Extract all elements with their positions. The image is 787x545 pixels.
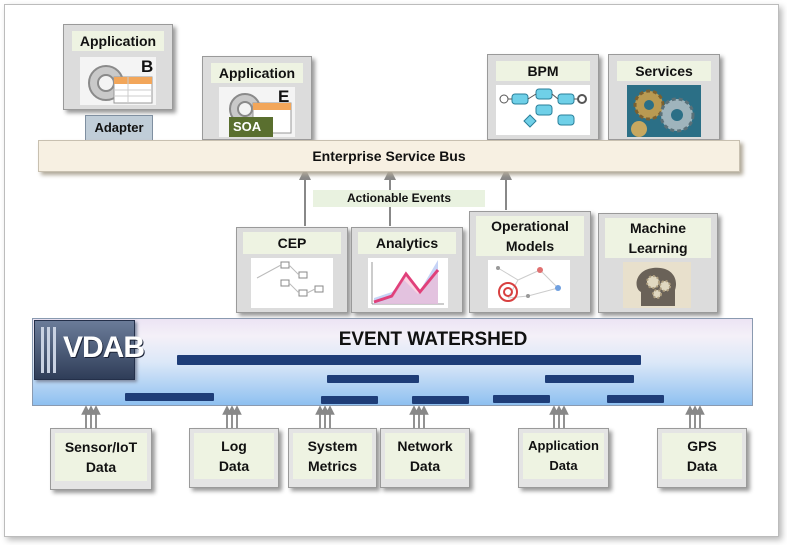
logo-stripes-icon: [41, 327, 56, 373]
network-graph-icon: [488, 260, 570, 308]
source-label: Application Data: [523, 433, 604, 479]
operational-models-box[interactable]: Operational Models: [469, 211, 591, 313]
event-watershed-title: EVENT WATERSHED: [338, 329, 528, 350]
cep-title: CEP: [243, 232, 341, 254]
source-network[interactable]: Network Data: [380, 428, 470, 488]
application-b-box[interactable]: Application B: [63, 24, 173, 110]
gears-icon: [627, 85, 701, 137]
gear-icon: [229, 93, 292, 137]
watershed-bar-low-1: [125, 393, 214, 401]
source-arrows: [81, 405, 705, 428]
actionable-events-label: Actionable Events: [313, 190, 485, 207]
watershed-bar-low-5: [607, 395, 664, 403]
source-log[interactable]: Log Data: [189, 428, 279, 488]
vdab-logo-text: VDAB: [63, 331, 145, 364]
source-label: GPS Data: [662, 433, 742, 479]
application-e-box[interactable]: Application E SOA: [202, 56, 312, 140]
source-label: Network Data: [385, 433, 465, 479]
adapter-box[interactable]: Adapter: [85, 115, 153, 141]
source-system-metrics[interactable]: System Metrics: [288, 428, 377, 488]
machine-learning-box[interactable]: Machine Learning: [598, 213, 718, 313]
services-box[interactable]: Services: [608, 54, 720, 140]
cep-graph-icon: [251, 258, 333, 308]
watershed-bar-mid-right: [545, 375, 634, 383]
application-b-title: Application: [72, 31, 164, 51]
source-application[interactable]: Application Data: [518, 428, 609, 488]
source-label: Log Data: [194, 433, 274, 479]
analytics-box[interactable]: Analytics: [351, 227, 463, 313]
watershed-bar-low-2: [321, 396, 378, 404]
source-label: Sensor/IoT Data: [55, 433, 147, 481]
watershed-bar-low-4: [493, 395, 550, 403]
application-b-icon: B: [80, 57, 156, 105]
vdab-logo: VDAB: [34, 320, 145, 380]
analytics-chart-icon: [368, 258, 448, 308]
watershed-bar-low-3: [412, 396, 469, 404]
machine-learning-title: Machine Learning: [605, 218, 711, 258]
watershed-bar-mid-left: [327, 375, 419, 383]
services-title: Services: [617, 61, 711, 81]
bpm-title: BPM: [496, 61, 590, 81]
gear-icon: [88, 65, 153, 104]
application-e-title: Application: [211, 63, 303, 83]
cep-box[interactable]: CEP: [236, 227, 348, 313]
source-label: System Metrics: [293, 433, 372, 479]
bpm-diagram-icon: [496, 85, 590, 135]
operational-models-title: Operational Models: [476, 216, 584, 256]
brain-gears-icon: [623, 262, 691, 308]
soa-label: SOA: [233, 119, 262, 134]
source-gps[interactable]: GPS Data: [657, 428, 747, 488]
enterprise-service-bus[interactable]: Enterprise Service Bus: [38, 140, 740, 172]
watershed-bar-top: [177, 355, 641, 365]
application-b-badge: B: [141, 57, 154, 76]
analytics-title: Analytics: [358, 232, 456, 254]
bpm-box[interactable]: BPM: [487, 54, 599, 140]
application-e-badge: E: [278, 87, 290, 106]
application-e-icon: E SOA: [219, 87, 295, 137]
source-sensor-iot[interactable]: Sensor/IoT Data: [50, 428, 152, 490]
